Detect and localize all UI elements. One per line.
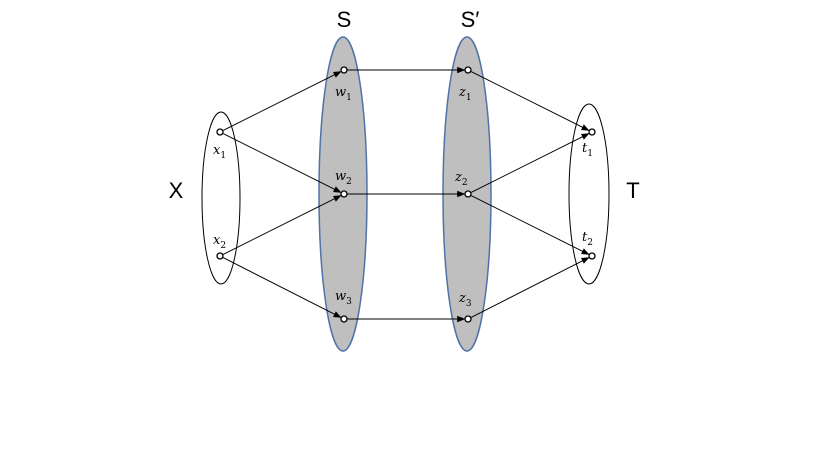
edge-x2-w2 xyxy=(222,195,342,255)
node-t1 xyxy=(588,128,596,136)
edge-z2-t1 xyxy=(470,133,590,193)
edges-layer xyxy=(222,66,590,323)
node-x1 xyxy=(216,128,224,136)
set-t-label: T xyxy=(626,178,639,203)
node-z2 xyxy=(464,190,472,198)
node-label-w3: w3 xyxy=(335,289,352,307)
set-x-label: X xyxy=(169,178,184,203)
set-s-label: S xyxy=(337,7,352,32)
node-x2 xyxy=(216,252,224,260)
node-z3 xyxy=(464,315,472,323)
set-t-ellipse xyxy=(568,103,610,285)
set-x-ellipse xyxy=(201,111,241,285)
node-label-t2: t2 xyxy=(582,230,593,248)
edge-z1-t1 xyxy=(470,71,590,131)
node-label-w1: w1 xyxy=(335,85,352,103)
set-s-prime-label: S′ xyxy=(461,7,480,32)
node-label-t1: t1 xyxy=(582,141,593,159)
edge-x2-w3 xyxy=(222,257,342,318)
node-t2 xyxy=(588,252,596,260)
edge-x1-w2 xyxy=(222,133,342,193)
node-z1 xyxy=(464,66,472,74)
node-label-z1: z1 xyxy=(458,85,472,103)
edge-z3-t2 xyxy=(470,257,590,318)
node-label-x1: x1 xyxy=(213,143,226,161)
node-label-x2: x2 xyxy=(213,233,226,251)
edge-z2-t2 xyxy=(470,195,590,255)
node-label-z2: z2 xyxy=(454,170,468,188)
node-w1 xyxy=(340,66,348,74)
node-w3 xyxy=(340,315,348,323)
edge-x1-w1 xyxy=(222,71,342,131)
node-label-w2: w2 xyxy=(335,169,352,187)
node-w2 xyxy=(340,190,348,198)
node-label-z3: z3 xyxy=(458,291,472,309)
